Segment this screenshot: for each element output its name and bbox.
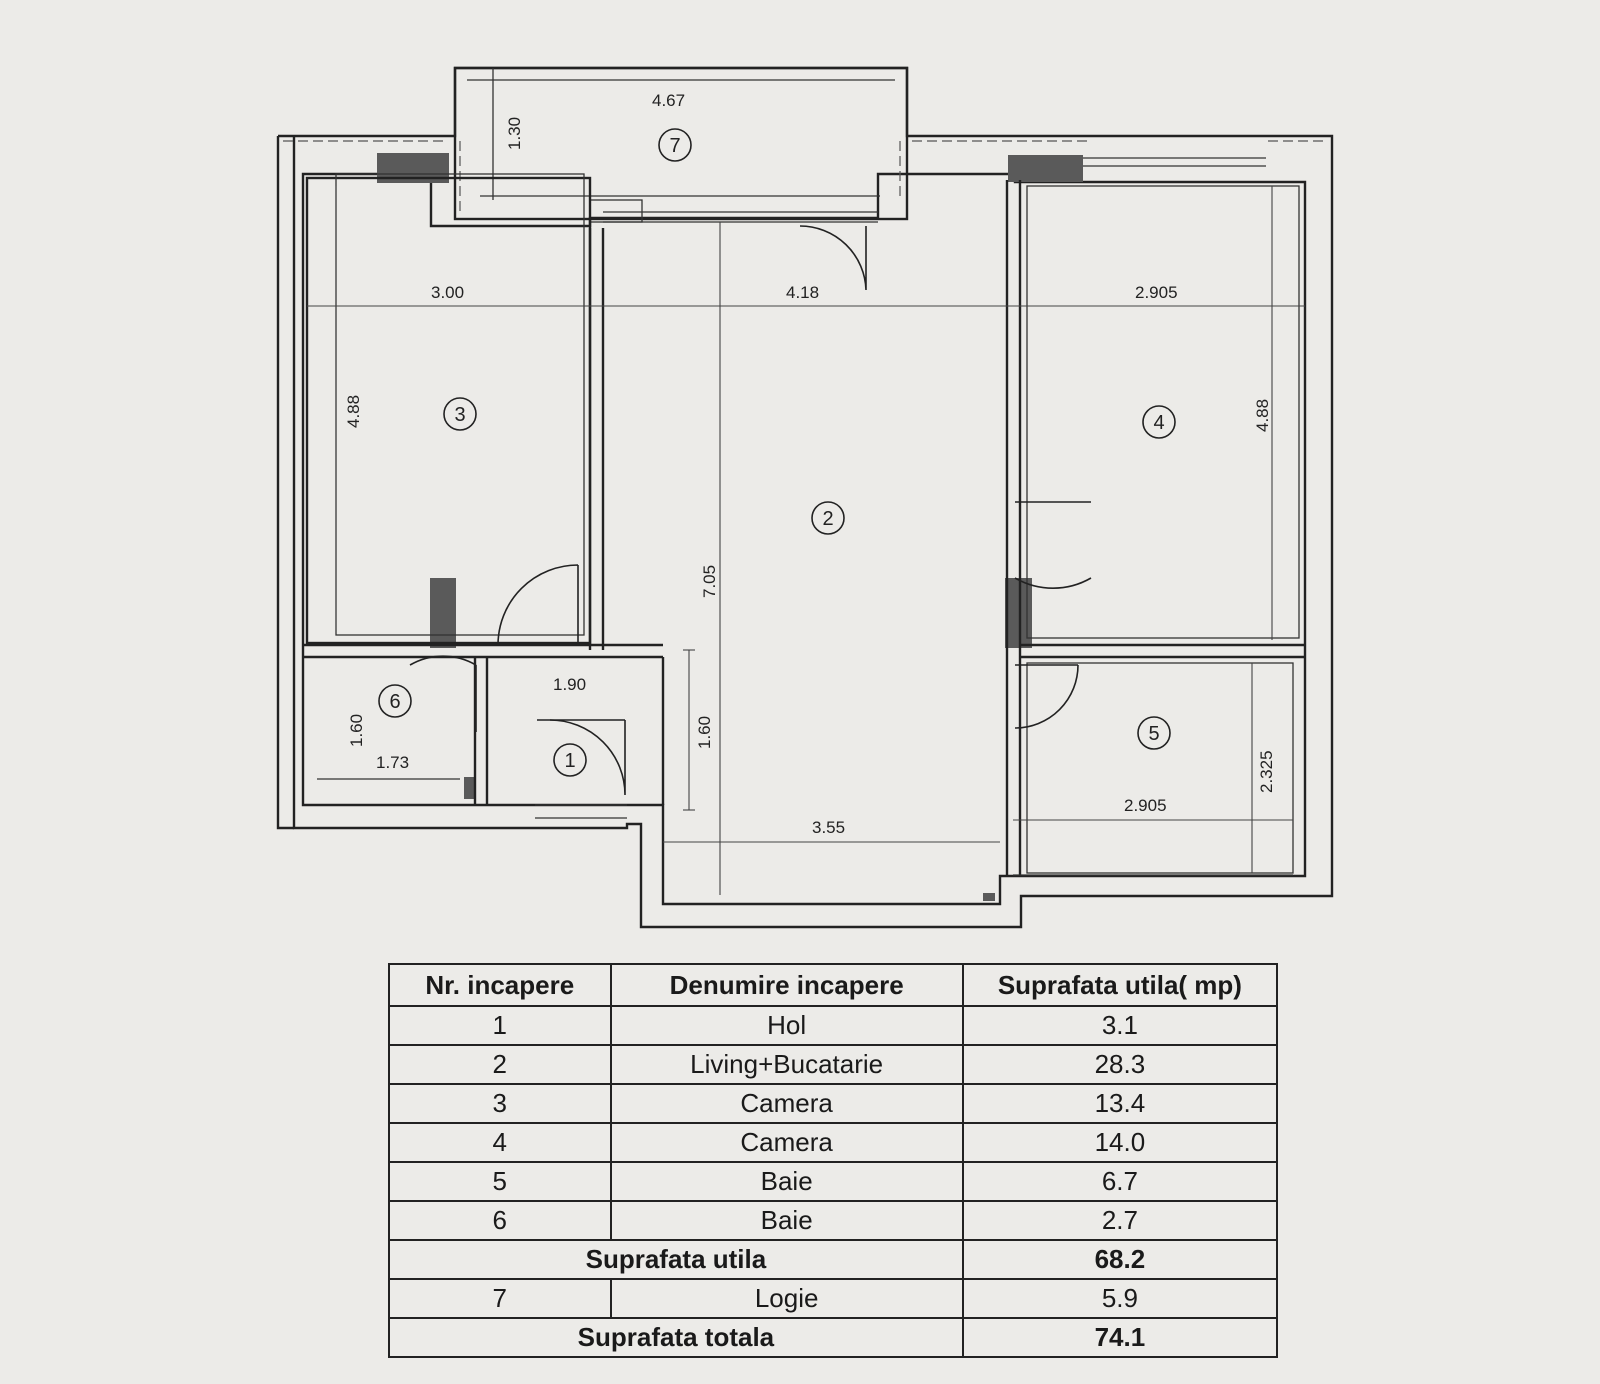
table-row: 5 Baie 6.7 [388,1161,1279,1202]
svg-text:4: 4 [1153,412,1164,434]
table-row: 4 Camera 14.0 [388,1122,1279,1163]
table-header-row: Nr. incapere Denumire incapere Suprafata… [388,963,1279,1007]
room-name: Hol [609,1005,964,1046]
room-name: Camera [609,1122,964,1163]
dim-hall-width: 1.90 [553,675,586,694]
dim-room3-depth: 4.88 [344,395,363,428]
room-area-table: Nr. incapere Denumire incapere Suprafata… [388,963,1279,1358]
dim-room3-width: 3.00 [431,283,464,302]
dim-bath5-depth: 2.325 [1257,750,1276,793]
room-name: Logie [609,1278,964,1319]
dimension-lines [307,186,1305,895]
dim-room2-bottom-width: 3.55 [812,818,845,837]
svg-text:5: 5 [1148,723,1159,745]
columns [377,153,1083,901]
room-markers: 7 3 2 4 6 1 5 [378,128,1176,777]
room-number: 4 [388,1122,612,1163]
dimension-labels: 4.67 1.30 3.00 4.18 2.905 4.88 4.88 7.05… [344,91,1276,837]
exterior-walls [276,66,1334,929]
svg-text:6: 6 [389,691,400,713]
windows [535,157,1266,819]
room-area: 14.0 [961,1122,1279,1163]
room-area: 28.3 [961,1044,1279,1085]
dim-bath6-width: 1.73 [376,753,409,772]
room-number: 7 [388,1278,612,1319]
room-marker-5: 5 [1137,716,1171,750]
table-row: 1 Hol 3.1 [388,1005,1279,1046]
room-area: 2.7 [961,1200,1279,1241]
svg-text:3: 3 [454,404,465,426]
table-row: 2 Living+Bucatarie 28.3 [388,1044,1279,1085]
room-marker-2: 2 [811,501,845,535]
dim-loggia-width: 4.67 [652,91,685,110]
total-label: Suprafata totala [388,1317,964,1358]
header-room-number: Nr. incapere [388,963,612,1007]
room-name: Living+Bucatarie [609,1044,964,1085]
room-number: 5 [388,1161,612,1202]
dim-bath6-depth: 1.60 [347,714,366,747]
room-marker-4: 4 [1142,405,1176,439]
loggia-row: 7 Logie 5.9 [388,1278,1279,1319]
svg-text:1: 1 [564,750,575,772]
room-number: 2 [388,1044,612,1085]
room-name: Baie [609,1200,964,1241]
dim-bath5-width: 2.905 [1124,796,1167,815]
total-value: 74.1 [961,1317,1279,1358]
room-area: 13.4 [961,1083,1279,1124]
room-4-outline [1026,185,1300,874]
subtotal-row: Suprafata utila 68.2 [388,1239,1279,1280]
dim-room2-width: 4.18 [786,283,819,302]
doors [409,225,1092,796]
floor-plan: 4.67 1.30 3.00 4.18 2.905 4.88 4.88 7.05… [276,66,1334,929]
total-row: Suprafata totala 74.1 [388,1317,1279,1358]
subtotal-value: 68.2 [961,1239,1279,1280]
header-useful-area: Suprafata utila( mp) [961,963,1279,1007]
room-number: 6 [388,1200,612,1241]
room-marker-1: 1 [553,743,587,777]
subtotal-label: Suprafata utila [388,1239,964,1280]
room-area: 6.7 [961,1161,1279,1202]
room-marker-6: 6 [378,684,412,718]
room-number: 1 [388,1005,612,1046]
dim-loggia-depth: 1.30 [505,117,524,150]
room-area: 3.1 [961,1005,1279,1046]
room-marker-3: 3 [443,397,477,431]
room-number: 3 [388,1083,612,1124]
dim-room4-width: 2.905 [1135,283,1178,302]
room-name: Camera [609,1083,964,1124]
dim-room2-depth: 7.05 [700,565,719,598]
room-area: 5.9 [961,1278,1279,1319]
room-name: Baie [609,1161,964,1202]
svg-text:2: 2 [822,508,833,530]
dim-hall-depth: 1.60 [695,716,714,749]
partition-walls [303,180,1305,876]
room-marker-7: 7 [658,128,692,162]
header-room-name: Denumire incapere [609,963,964,1007]
table-row: 3 Camera 13.4 [388,1083,1279,1124]
svg-text:7: 7 [669,135,680,157]
table-row: 6 Baie 2.7 [388,1200,1279,1241]
dim-room4-depth: 4.88 [1253,399,1272,432]
